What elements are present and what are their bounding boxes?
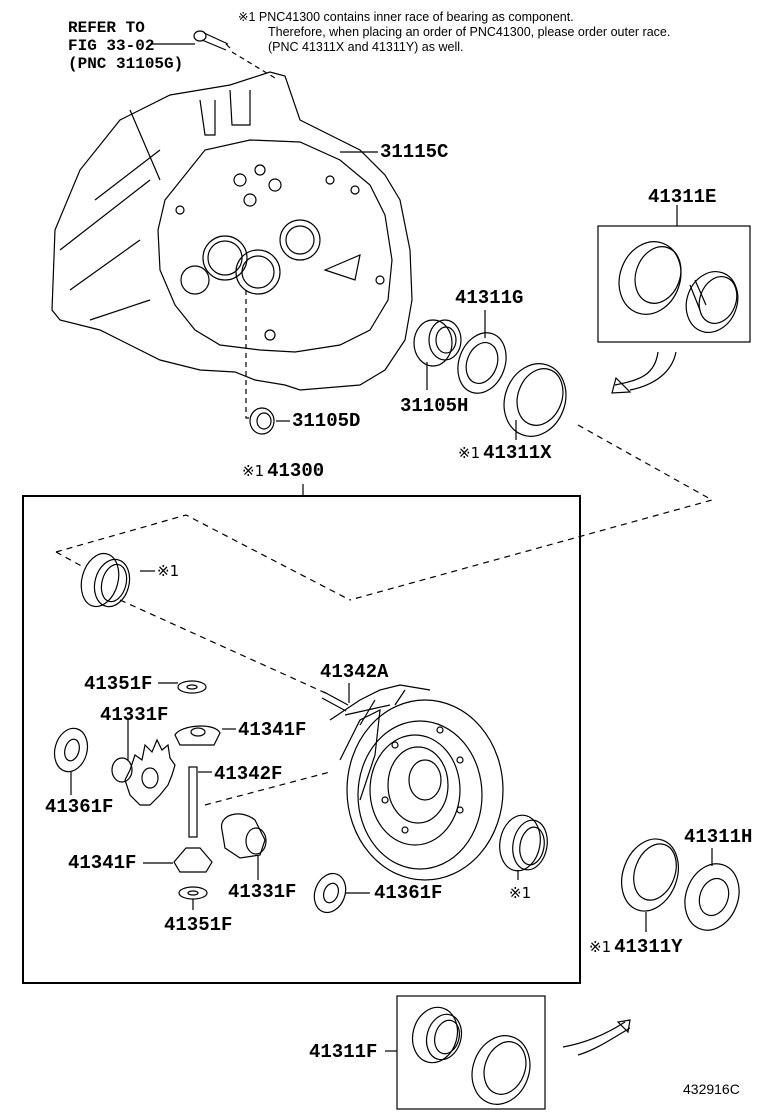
pin-41342A-drawing xyxy=(321,683,350,712)
part-label-41311G[interactable]: 41311G xyxy=(455,287,524,309)
component-note-marker: ※1 xyxy=(242,462,265,480)
inner-race-marker-left: ※1 xyxy=(157,562,180,580)
note-line-1: PNC41300 contains inner race of bearing … xyxy=(258,10,574,24)
figure-reference-line-2[interactable]: FIG 33-02 xyxy=(68,37,155,55)
part-label-41311F[interactable]: 41311F xyxy=(309,1041,378,1063)
bearing-kit-41311F-box xyxy=(385,995,546,1110)
thrust-washer-41361F-left-drawing xyxy=(53,727,89,795)
shim-41311H-drawing xyxy=(684,848,740,931)
component-note: ※1 PNC41300 contains inner race of beari… xyxy=(238,10,574,25)
curved-arrow-down-left-icon xyxy=(611,351,677,394)
component-note-marker: ※1 xyxy=(458,444,481,462)
note-line-3: (PNC 41311X and 41311Y) as well. xyxy=(268,40,464,54)
part-label-41341F-top[interactable]: 41341F xyxy=(238,719,307,741)
assembly-frame-41300 xyxy=(22,495,581,984)
differential-case-ring-gear-drawing xyxy=(329,684,504,881)
note-line-2: Therefore, when placing an order of PNC4… xyxy=(268,25,671,39)
oil-seal-31105D-drawing xyxy=(249,407,290,435)
thrust-washer-41361F-right-drawing xyxy=(313,872,370,914)
part-label-31115C[interactable]: 31115C xyxy=(380,141,449,163)
bearing-kit-41311E-box xyxy=(597,205,751,343)
figure-reference-line-1[interactable]: REFER TO xyxy=(68,19,145,37)
figure-reference-line-3[interactable]: (PNC 31105G) xyxy=(68,55,184,73)
pinion-shaft-41342F-drawing xyxy=(188,766,331,838)
bolt-31105G-drawing xyxy=(150,30,276,79)
part-label-41311E[interactable]: 41311E xyxy=(648,186,717,208)
part-label-31105D[interactable]: 31105D xyxy=(292,410,361,432)
part-label-41342F[interactable]: 41342F xyxy=(214,763,283,785)
part-label-41351F-bottom[interactable]: 41351F xyxy=(164,914,233,936)
curved-arrow-up-right-icon xyxy=(562,1019,631,1056)
transmission-case-drawing xyxy=(51,71,413,391)
part-label-41341F-bottom[interactable]: 41341F xyxy=(68,852,137,874)
part-label-41351F-top[interactable]: 41351F xyxy=(84,673,153,695)
pinion-gear-41341F-bottom-drawing xyxy=(143,847,213,873)
oil-seal-31105H-drawing xyxy=(413,319,462,390)
part-label-41361F-right[interactable]: 41361F xyxy=(374,882,443,904)
dashed-path-bearing xyxy=(55,514,351,601)
part-number: 41311X xyxy=(483,442,552,464)
part-label-41331F-left[interactable]: 41331F xyxy=(100,704,169,726)
thrust-washer-41351F-bottom-drawing xyxy=(178,886,208,910)
part-number: 41311Y xyxy=(614,936,683,958)
outer-race-41311Y-drawing xyxy=(621,838,679,932)
part-label-31105H[interactable]: 31105H xyxy=(400,395,469,417)
part-label-41331F-bottom[interactable]: 41331F xyxy=(228,881,297,903)
side-gear-41331F-left-drawing xyxy=(111,720,176,806)
pinion-gear-41341F-top-drawing xyxy=(174,725,236,746)
inner-race-bearing-left-drawing xyxy=(80,552,155,608)
side-gear-41331F-bottom-drawing xyxy=(221,813,267,880)
thrust-washer-41351F-top-drawing xyxy=(158,680,207,694)
part-label-41361F-left[interactable]: 41361F xyxy=(45,796,114,818)
part-label-41342A[interactable]: 41342A xyxy=(320,661,389,683)
part-number: 41300 xyxy=(267,460,325,482)
inner-race-bearing-right-drawing xyxy=(499,814,548,880)
note-marker: ※1 xyxy=(238,10,256,24)
illustration-code: 432916C xyxy=(683,1081,740,1097)
inner-race-marker-right: ※1 xyxy=(509,884,532,902)
outer-race-41311X-drawing xyxy=(503,363,567,440)
part-label-41311H[interactable]: 41311H xyxy=(684,826,753,848)
component-note-marker: ※1 xyxy=(589,938,612,956)
shim-41311G-drawing xyxy=(457,310,507,394)
dashed-path-31105D xyxy=(245,290,252,419)
dashed-path-inner-race xyxy=(55,551,331,696)
